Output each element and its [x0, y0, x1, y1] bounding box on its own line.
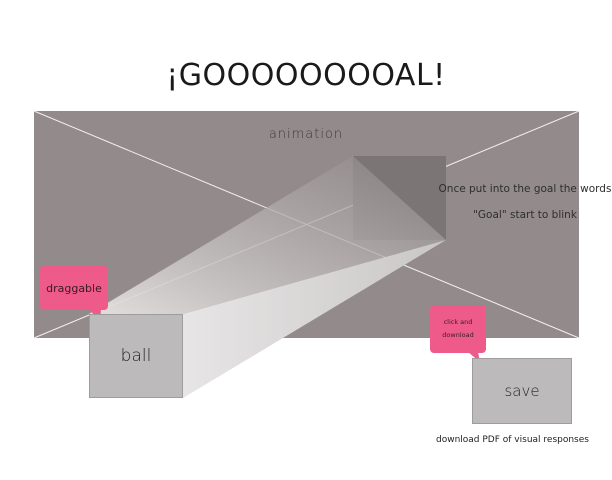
- save-button[interactable]: save: [472, 358, 572, 424]
- ball-label: ball: [120, 346, 152, 366]
- draggable-label: draggable: [46, 281, 102, 295]
- trajectory-beam-top: [89, 156, 446, 314]
- save-label: save: [504, 382, 540, 400]
- trajectory-beam-bottom: [183, 240, 446, 398]
- click-download-label: click and download: [442, 318, 474, 339]
- click-download-callout: click and download: [430, 305, 486, 353]
- ball-draggable[interactable]: ball: [89, 314, 183, 398]
- page-title: ¡GOOOOOOOOAL!: [166, 58, 446, 93]
- draggable-callout: draggable: [40, 266, 108, 310]
- download-pdf-caption: download PDF of visual responses: [436, 435, 589, 445]
- animation-label: animation: [268, 127, 344, 142]
- goal-blink-note: Once put into the goal the words "Goal" …: [438, 183, 612, 221]
